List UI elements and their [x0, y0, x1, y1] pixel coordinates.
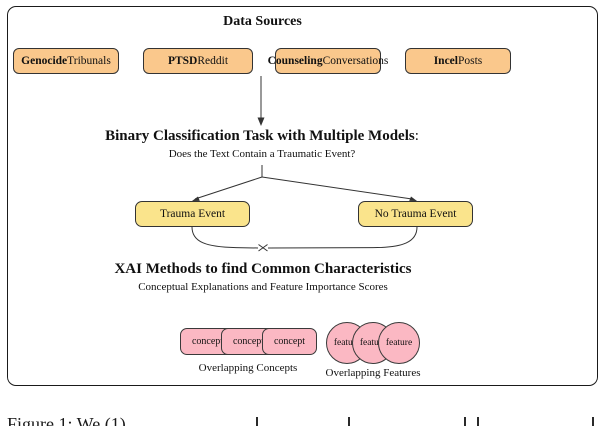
outcome-label: No Trauma Event: [374, 208, 457, 220]
xai-heading: XAI Methods to find Common Characteristi…: [114, 261, 412, 277]
concept-shape: concept: [262, 328, 317, 355]
source-box-ptsd-reddit: PTSD Reddit: [143, 48, 253, 74]
outcome-box-no-trauma-event: No Trauma Event: [358, 201, 473, 227]
overlapping-concepts-caption: Overlapping Concepts: [198, 362, 298, 374]
task-heading-text: Binary Classification Task with Multiple…: [105, 128, 415, 144]
task-heading-colon: :: [414, 128, 419, 144]
source-label-rest: Conversations: [322, 55, 389, 67]
task-heading: Binary Classification Task with Multiple…: [12, 128, 512, 145]
source-box-incel-posts: Incel Posts: [405, 48, 511, 74]
overlapping-features-caption: Overlapping Features: [325, 367, 421, 379]
feature-shape: feature: [378, 322, 420, 364]
branch-right-line: [261, 176, 413, 200]
source-label-rest: Posts: [457, 55, 483, 67]
source-label-bold: Genocide: [21, 55, 68, 67]
arrowhead-left-branch-icon: [192, 196, 200, 201]
outcome-box-trauma-event: Trauma Event: [135, 201, 250, 227]
outcome-label: Trauma Event: [159, 208, 226, 220]
source-label-bold: Incel: [433, 55, 458, 67]
merge-right-curve: [267, 226, 418, 249]
arrowhead-right-branch-icon: [409, 196, 417, 201]
caption-clipped-letter-tops: [592, 417, 594, 426]
figure-caption: Figure 1: We (1): [7, 414, 126, 426]
arrowhead-down-icon: [257, 117, 265, 126]
source-label-bold: PTSD: [167, 55, 198, 67]
caption-clipped-letter-tops: [477, 417, 479, 426]
task-subheading: Does the Text Contain a Traumatic Event?: [168, 148, 356, 160]
source-label-rest: Reddit: [197, 55, 229, 67]
merge-mark: [258, 244, 268, 252]
caption-clipped-letter-tops: [256, 417, 258, 426]
merge-left-curve: [191, 226, 259, 249]
caption-clipped-letter-tops: [464, 417, 466, 426]
source-box-genocide-tribunals: Genocide Tribunals: [13, 48, 119, 74]
data-sources-title: Data Sources: [223, 14, 302, 29]
source-label-rest: Tribunals: [67, 55, 111, 67]
caption-clipped-letter-tops: [348, 417, 350, 426]
source-label-bold: Counseling: [267, 55, 323, 67]
xai-subheading: Conceptual Explanations and Feature Impo…: [138, 281, 388, 293]
source-box-counseling-conversations: Counseling Conversations: [268, 48, 388, 74]
branch-left-line: [194, 176, 263, 200]
